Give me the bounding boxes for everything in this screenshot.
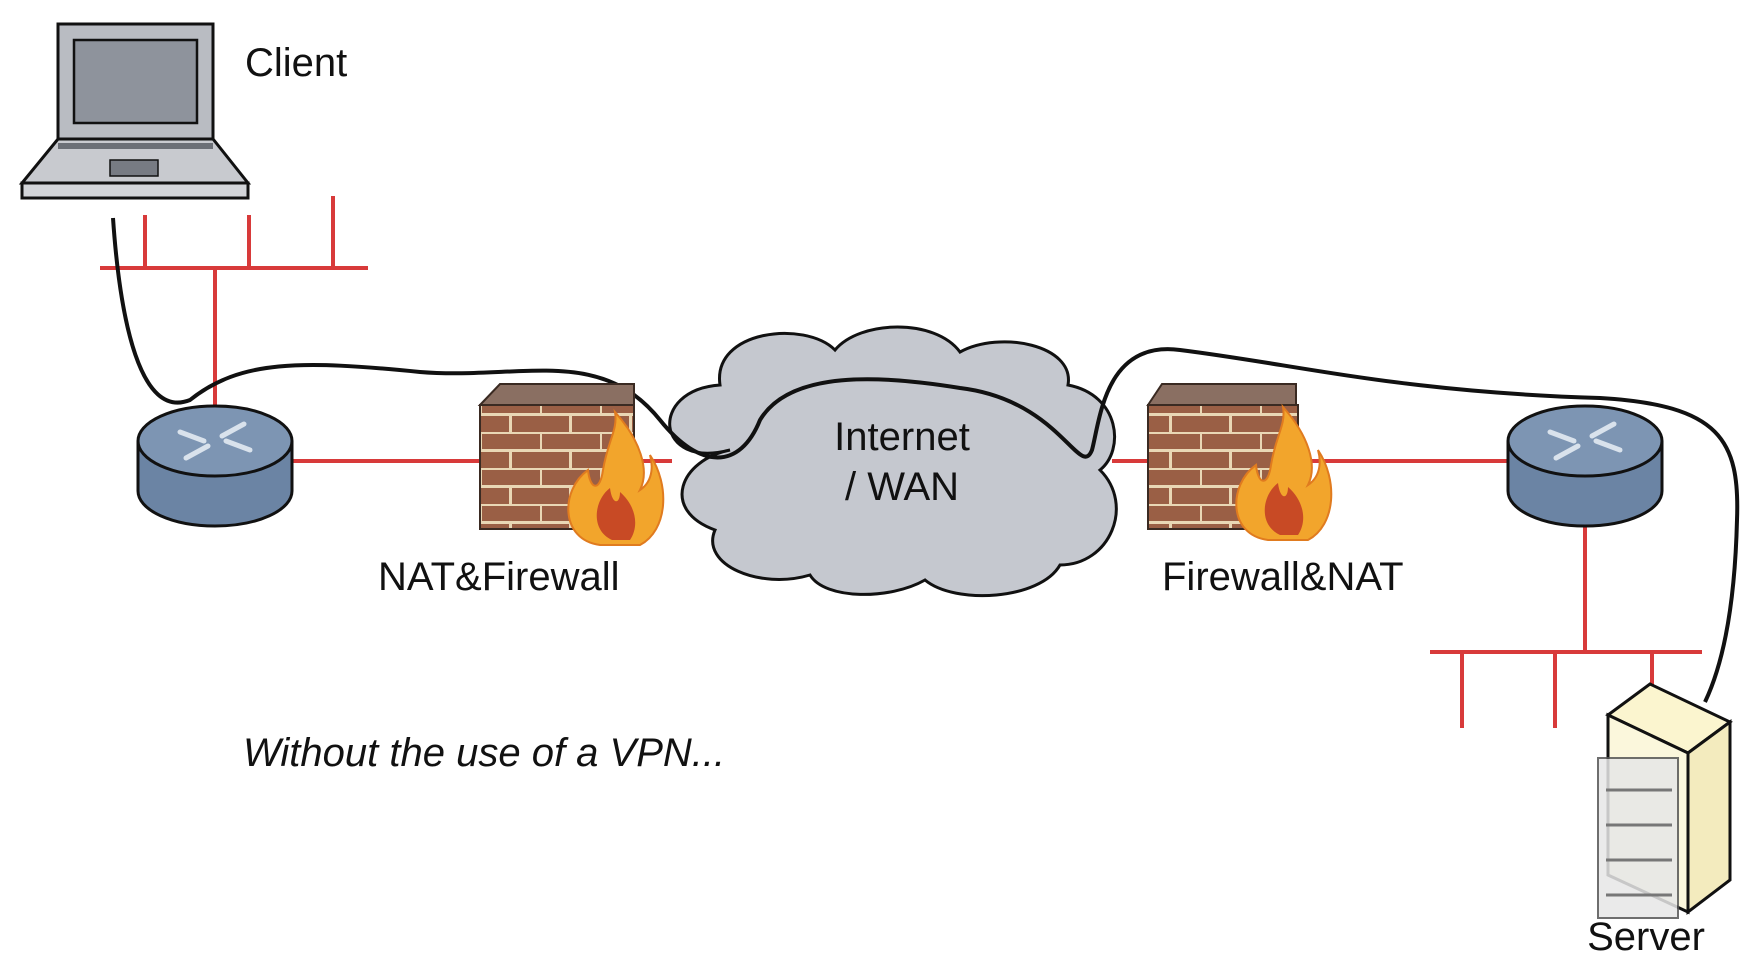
firewall-icon [1146, 383, 1333, 541]
caption-text: Without the use of a VPN... [243, 731, 725, 775]
traffic-path [111, 217, 1740, 703]
wan-label: / WAN [845, 465, 959, 509]
cloud-icon [668, 325, 1118, 598]
laptop-icon [18, 22, 252, 200]
nat-firewall-label: NAT&Firewall [378, 555, 620, 599]
server-label: Server [1587, 915, 1705, 959]
router-icon [136, 404, 294, 528]
firewall-nat-label: Firewall&NAT [1162, 555, 1404, 599]
internet-label: Internet [834, 415, 970, 459]
server-icon [1597, 682, 1733, 919]
router-icon [1506, 404, 1664, 528]
client-label: Client [245, 41, 347, 85]
firewall-icon [477, 383, 665, 546]
